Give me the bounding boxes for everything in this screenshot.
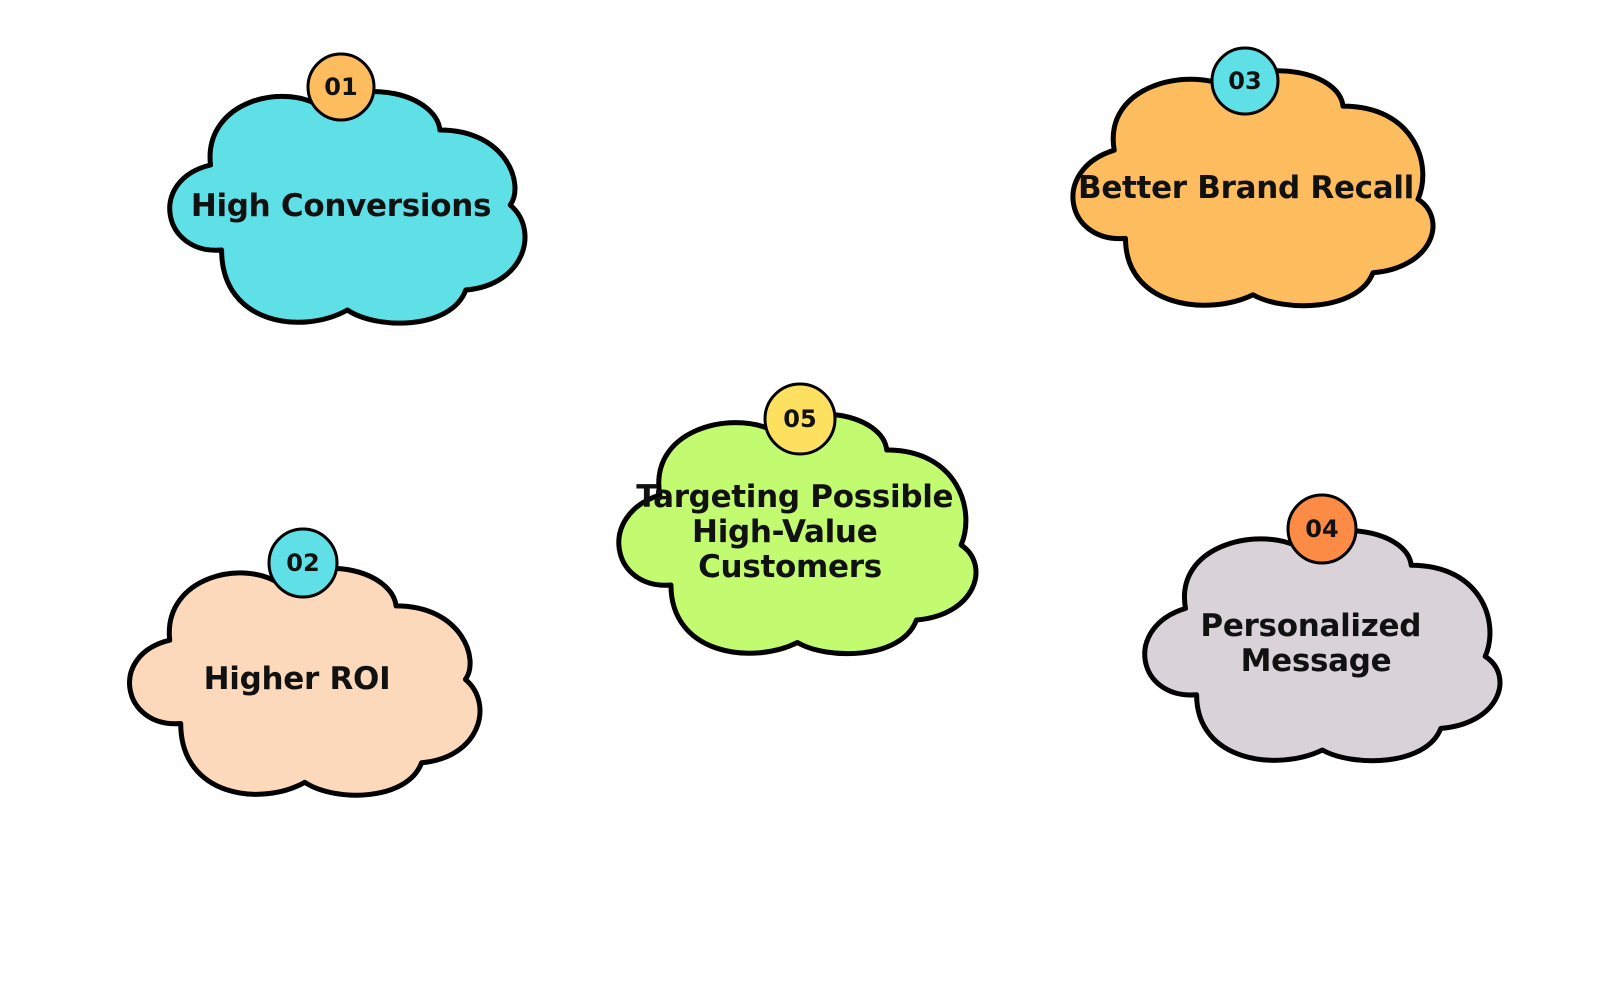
cloud-01-shape bbox=[170, 92, 525, 323]
cloud-02-number: 02 bbox=[286, 549, 319, 577]
cloud-05-label: Targeting Possible High-Value Customers bbox=[636, 479, 964, 585]
cloud-03-label: Better Brand Recall bbox=[1078, 170, 1414, 206]
cloud-05: Targeting Possible High-Value Customers … bbox=[619, 384, 976, 654]
cloud-02: Higher ROI 02 bbox=[130, 529, 480, 795]
cloud-01-number: 01 bbox=[324, 73, 357, 101]
cloud-01-label: High Conversions bbox=[191, 188, 491, 224]
cloud-04-shape bbox=[1145, 531, 1500, 761]
cloud-04-badge bbox=[1286, 493, 1358, 565]
cloud-03-badge bbox=[1210, 46, 1280, 116]
cloud-03-number: 03 bbox=[1228, 67, 1261, 95]
cloud-04: Personalized Message 04 bbox=[1145, 495, 1500, 761]
cloud-02-badge bbox=[267, 527, 339, 599]
cloud-04-label: Personalized Message bbox=[1200, 608, 1431, 679]
cloud-01-badge bbox=[306, 52, 376, 122]
cloud-05-number: 05 bbox=[783, 405, 816, 433]
cloud-05-shape bbox=[619, 414, 976, 654]
cloud-03-shape bbox=[1073, 71, 1433, 306]
cloud-03: Better Brand Recall 03 bbox=[1073, 48, 1433, 306]
cloud-05-badge bbox=[763, 382, 837, 456]
cloud-02-shape bbox=[130, 568, 480, 795]
cloud-04-number: 04 bbox=[1305, 515, 1338, 543]
cloud-02-label: Higher ROI bbox=[204, 661, 391, 697]
cloud-01: High Conversions 01 bbox=[170, 54, 525, 323]
